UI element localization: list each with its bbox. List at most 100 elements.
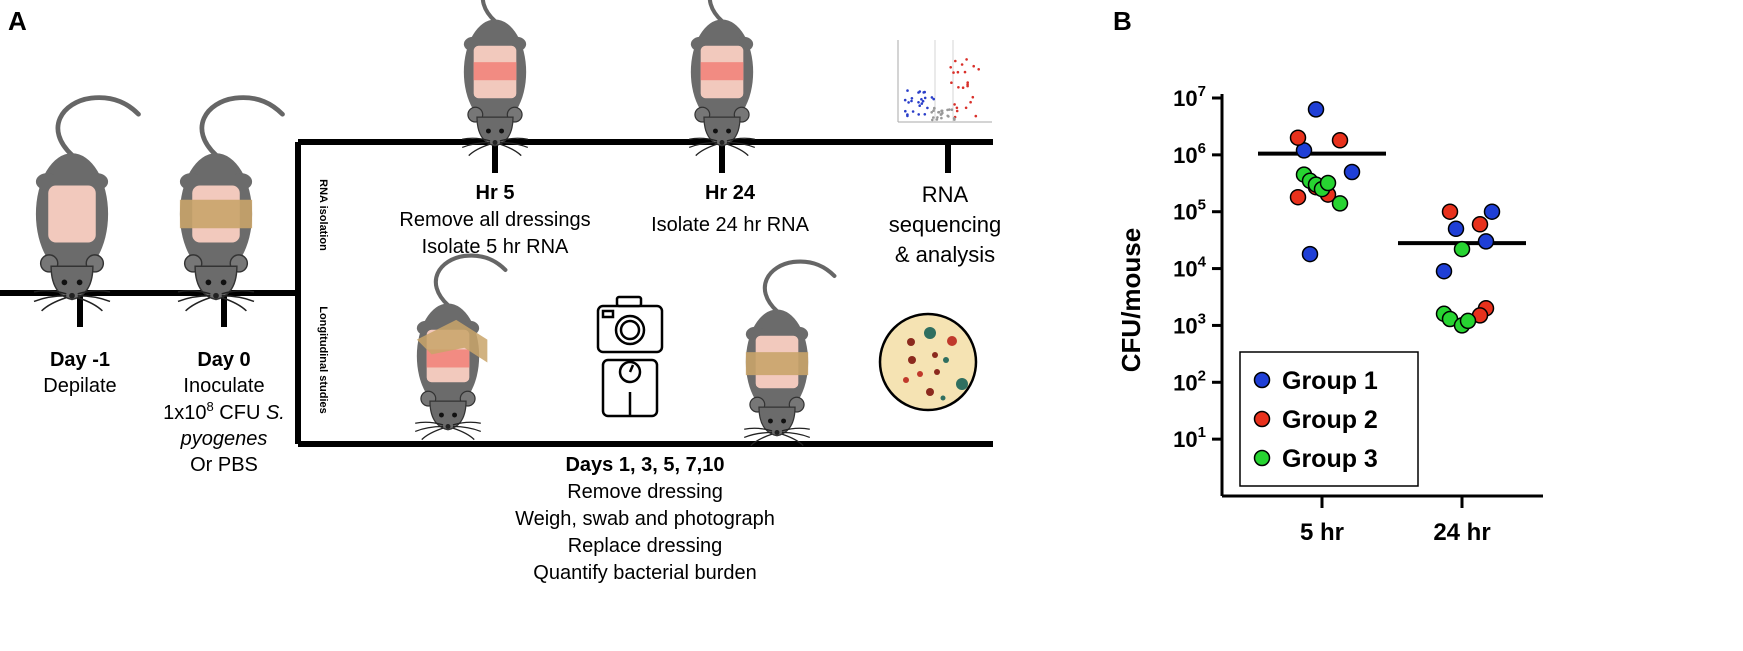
volcano-dot <box>952 117 956 120</box>
volcano-dot <box>935 118 939 121</box>
y-tick-label: 107 <box>1173 83 1206 111</box>
colony <box>908 356 916 364</box>
volcano-dot <box>918 104 921 107</box>
volcano-dot <box>972 64 975 68</box>
volcano-dot <box>969 100 972 104</box>
volcano-dot <box>957 86 960 89</box>
volcano-dot <box>923 96 927 100</box>
volcano-dot <box>955 109 959 113</box>
data-point-group-2 <box>1331 132 1349 149</box>
day-minus1-text: Depilate <box>43 375 116 397</box>
x-tick-label: 24 hr <box>1433 519 1490 546</box>
volcano-dot <box>903 98 907 102</box>
volcano-dot <box>947 115 950 118</box>
volcano-dot <box>941 111 944 115</box>
data-point-group-2 <box>1471 216 1489 233</box>
day0-line3: pyogenes <box>180 428 268 450</box>
volcano-dot <box>921 99 925 103</box>
hr24-title: Hr 24 <box>705 182 756 204</box>
bandaged-mouse-icon <box>178 98 283 311</box>
data-point-group-1 <box>1301 245 1319 263</box>
data-point-group-1 <box>1477 233 1495 250</box>
volcano-dot <box>937 111 940 114</box>
days-title: Days 1, 3, 5, 7,10 <box>565 454 724 476</box>
volcano-dot <box>932 97 935 101</box>
data-point-group-2 <box>1289 188 1307 206</box>
wounded-mouse-24hr-icon <box>689 0 779 156</box>
dressing-removal-mouse-icon <box>415 256 505 440</box>
volcano-dot <box>936 116 939 119</box>
days-line1: Remove dressing <box>567 481 723 503</box>
data-point-group-1 <box>1483 203 1501 220</box>
volcano-dot <box>956 70 960 74</box>
depilated-mouse-icon <box>34 98 139 311</box>
volcano-dot <box>971 95 975 99</box>
volcano-dot <box>963 70 967 74</box>
colony <box>956 378 968 390</box>
data-point-group-3 <box>1331 195 1349 212</box>
volcano-dot <box>922 91 925 94</box>
volcano-dot <box>949 66 952 69</box>
redressed-mouse-icon <box>744 262 834 446</box>
y-tick-label: 102 <box>1173 367 1206 395</box>
data-point-group-1 <box>1343 163 1361 181</box>
volcano-dot <box>917 101 920 104</box>
volcano-dot <box>955 106 959 110</box>
data-point-group-2 <box>1289 129 1307 146</box>
colony <box>917 371 923 377</box>
colony <box>940 395 946 401</box>
day0-line1: Inoculate <box>183 375 264 397</box>
rna-isolation-label: RNA isolation <box>317 179 329 251</box>
hr5-title: Hr 5 <box>476 182 515 204</box>
colony <box>932 352 938 358</box>
data-point-group-2 <box>1441 203 1459 220</box>
volcano-dot <box>966 81 969 84</box>
volcano-dot <box>940 109 944 113</box>
legend-label: Group 3 <box>1282 445 1378 473</box>
volcano-dot <box>933 106 936 110</box>
volcano-dot <box>906 89 909 92</box>
volcano-dot <box>931 118 934 122</box>
volcano-dot <box>964 106 968 110</box>
days-line4: Quantify bacterial burden <box>533 562 756 584</box>
scale-icon <box>601 358 659 418</box>
colony <box>926 388 934 396</box>
rnaseq-line3: & analysis <box>895 242 995 267</box>
petri-dish-icon <box>878 312 978 412</box>
camera-icon <box>596 295 664 354</box>
volcano-dot <box>920 98 923 101</box>
volcano-dot <box>910 99 913 103</box>
data-point-group-1 <box>1307 101 1325 118</box>
volcano-dot <box>926 106 929 110</box>
volcano-dot <box>918 90 922 93</box>
colony <box>934 369 940 375</box>
volcano-dot <box>930 96 934 99</box>
volcano-dot <box>950 81 953 84</box>
colony <box>903 377 909 383</box>
rnaseq-line1: RNA <box>922 182 969 207</box>
y-tick-label: 101 <box>1173 424 1206 452</box>
volcano-dot <box>932 109 935 112</box>
volcano-dot <box>920 102 924 105</box>
volcano-dot <box>923 113 927 116</box>
volcano-dot <box>910 97 914 100</box>
hr24-line1: Isolate 24 hr RNA <box>651 214 810 236</box>
volcano-dot <box>961 86 965 89</box>
y-tick-label: 106 <box>1173 140 1206 168</box>
volcano-dot <box>952 71 955 74</box>
volcano-dot <box>911 110 915 113</box>
legend-marker <box>1253 449 1271 467</box>
panel-a-label: A <box>8 6 27 36</box>
volcano-dot <box>953 103 956 106</box>
volcano-dot <box>904 109 907 113</box>
volcano-dot <box>948 108 951 111</box>
day0-title: Day 0 <box>197 349 250 371</box>
colony <box>924 327 936 339</box>
day0-line4: Or PBS <box>190 454 258 476</box>
volcano-dot <box>906 114 909 118</box>
data-point-group-1 <box>1447 220 1465 238</box>
data-point-group-1 <box>1435 262 1453 280</box>
wounded-mouse-5hr-icon <box>462 0 552 156</box>
y-tick-label: 103 <box>1173 310 1206 338</box>
